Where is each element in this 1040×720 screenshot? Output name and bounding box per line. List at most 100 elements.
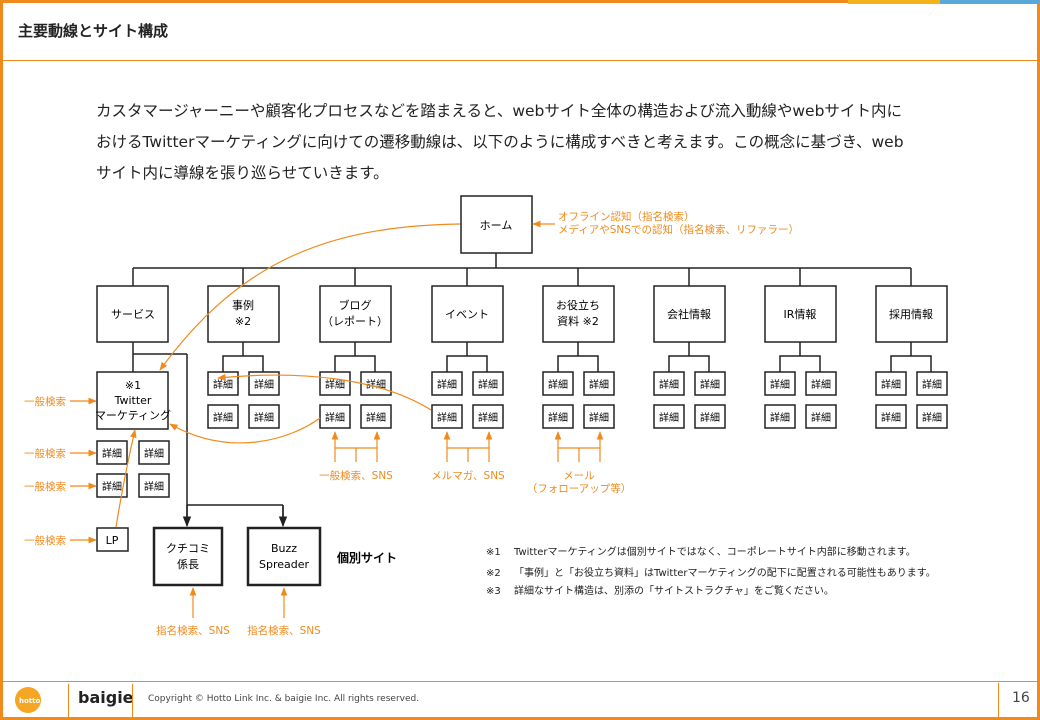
detail-c1-r1-left-box — [319, 404, 351, 429]
detail-c2-r1-right-label: 詳細 — [478, 411, 498, 424]
detail-c6-r0-left-box — [875, 371, 907, 396]
buzz-sources-label: 指名検索、SNS — [247, 624, 321, 637]
search-label-detail-1: 一般検索 — [24, 447, 66, 460]
search-label-twitter: 一般検索 — [24, 395, 66, 408]
detail-boxes: 詳細詳細詳細詳細詳細詳細詳細詳細詳細詳細詳細詳細詳細詳細詳細詳細詳細詳細詳細詳細… — [96, 371, 948, 498]
svg-text:hotto link: hotto link — [19, 697, 58, 705]
detail-c5-r0-left-box — [764, 371, 796, 396]
twitter-marketing-box — [96, 371, 169, 430]
detail-c1-r1-left-label: 詳細 — [325, 411, 345, 424]
twitter-label: Twitter — [114, 394, 152, 407]
detail-c5-r0-left-label: 詳細 — [770, 378, 790, 391]
detail-c0-r1-right-box — [248, 404, 280, 429]
detail-c5-r1-right-box — [805, 404, 837, 429]
intro-line-1: カスタマージャーニーや顧客化プロセスなどを踏まえると、webサイト全体の構造およ… — [96, 102, 902, 120]
detail-c3-r0-left-box — [542, 371, 574, 396]
detail-c4-r1-left-box — [653, 404, 685, 429]
detail-c0-r0-right-label: 詳細 — [254, 378, 274, 391]
category-label-blog: ブログ — [339, 298, 372, 312]
hotto-link-logo: hotto link — [15, 687, 58, 713]
copyright-text: Copyright © Hotto Link Inc. & baigie Inc… — [148, 694, 420, 704]
detail-c3-r0-right-box — [583, 371, 615, 396]
detail-service-r0-right-box — [138, 440, 170, 465]
detail-c5-r1-left-label: 詳細 — [770, 411, 790, 424]
detail-c5-r1-left-box — [764, 404, 796, 429]
detail-c6-r0-left-label: 詳細 — [881, 378, 901, 391]
note-3-mark: ※3 — [486, 586, 501, 597]
category-label-company: 会社情報 — [667, 307, 711, 321]
home-note-1: オフライン認知（指名検索） — [558, 210, 695, 223]
detail-c2-r0-right-box — [472, 371, 504, 396]
resources-sources-label: メール — [563, 470, 595, 482]
detail-service-r1-right-box — [138, 473, 170, 498]
baigie-logo: baigie — [78, 688, 134, 707]
detail-c3-r0-left-label: 詳細 — [548, 378, 568, 391]
blog-sources-label: 一般検索、SNS — [319, 469, 393, 482]
top-stripe-blue — [940, 0, 1040, 4]
category-label-service: サービス — [111, 308, 155, 321]
detail-c1-r1-right-box — [360, 404, 392, 429]
category-label-event: イベント — [445, 308, 489, 321]
detail-c3-r1-left-box — [542, 404, 574, 429]
footnotes: ※1 Twitterマーケティングは個別サイトではなく、コーポレートサイト内部に… — [486, 545, 936, 597]
detail-c2-r0-left-box — [431, 371, 463, 396]
detail-c0-r1-left-label: 詳細 — [213, 411, 233, 424]
detail-c3-r1-right-box — [583, 404, 615, 429]
detail-c2-r1-left-label: 詳細 — [437, 411, 457, 424]
detail-c1-r1-right-label: 詳細 — [366, 411, 386, 424]
detail-service-r0-left-box — [96, 440, 128, 465]
detail-service-r1-left-box — [96, 473, 128, 498]
detail-c0-r1-right-label: 詳細 — [254, 411, 274, 424]
resources-sources-label-2: （フォローアップ等） — [527, 482, 632, 495]
twitter-note-mark: ※1 — [125, 379, 141, 392]
home-box — [460, 195, 533, 254]
detail-c0-r0-left-label: 詳細 — [213, 378, 233, 391]
lp-label: LP — [106, 534, 119, 547]
buzz-label: Buzz — [271, 542, 297, 555]
event-sources-label: メルマガ、SNS — [431, 470, 505, 482]
category-box-company — [653, 285, 726, 343]
tree-connectors — [132, 253, 932, 525]
detail-c4-r1-right-box — [694, 404, 726, 429]
detail-c4-r0-left-label: 詳細 — [659, 378, 679, 391]
search-label-detail-2: 一般検索 — [24, 480, 66, 493]
detail-c6-r1-right-label: 詳細 — [922, 411, 942, 424]
top-stripe-gold — [848, 0, 940, 4]
detail-c6-r1-left-box — [875, 404, 907, 429]
buzz-spreader-site-box — [246, 526, 322, 587]
inflow-arrows — [70, 220, 604, 618]
category-box-resources — [542, 285, 615, 343]
note-2-mark: ※2 — [486, 568, 501, 579]
category-box-blog — [319, 285, 392, 343]
detail-c5-r0-right-label: 詳細 — [811, 378, 831, 391]
category-box-service — [96, 285, 169, 343]
detail-service-r1-left-label: 詳細 — [102, 480, 122, 493]
detail-c3-r0-right-label: 詳細 — [589, 378, 609, 391]
search-label-lp: 一般検索 — [24, 534, 66, 547]
category-box-cases — [207, 285, 280, 343]
footer-separator-2 — [132, 684, 133, 717]
detail-c3-r1-left-label: 詳細 — [548, 411, 568, 424]
detail-c2-r1-left-box — [431, 404, 463, 429]
category-sub-blog: （レポート） — [322, 315, 388, 328]
detail-c0-r0-right-box — [248, 371, 280, 396]
detail-c0-r0-left-box — [207, 371, 239, 396]
inflow-labels: オフライン認知（指名検索） メディアやSNSでの認知（指名検索、リファラー） 一… — [24, 210, 799, 637]
page-number-box — [998, 683, 1038, 717]
home-note-2: メディアやSNSでの認知（指名検索、リファラー） — [558, 223, 799, 236]
detail-c4-r0-right-box — [694, 371, 726, 396]
category-sub-cases: ※2 — [235, 315, 251, 328]
detail-c1-r0-left-label: 詳細 — [325, 378, 345, 391]
category-row: サービス 事例 ※2 ブログ （レポート） イベント お役立ち 資料 ※2 会社… — [96, 285, 948, 343]
footer-divider — [3, 681, 1037, 682]
detail-service-r0-right-label: 詳細 — [144, 447, 164, 460]
individual-sites-label: 個別サイト — [336, 550, 397, 565]
detail-service-r1-right-label: 詳細 — [144, 480, 164, 493]
kuchikomi-label-2: 係長 — [177, 558, 199, 571]
intro-line-2: おけるTwitterマーケティングに向けての遷移動線は、以下のように構成すべきと… — [96, 133, 904, 151]
buzz-label-2: Spreader — [259, 558, 310, 571]
detail-c2-r0-left-label: 詳細 — [437, 378, 457, 391]
detail-c4-r0-right-label: 詳細 — [700, 378, 720, 391]
home-label: ホーム — [480, 219, 513, 232]
